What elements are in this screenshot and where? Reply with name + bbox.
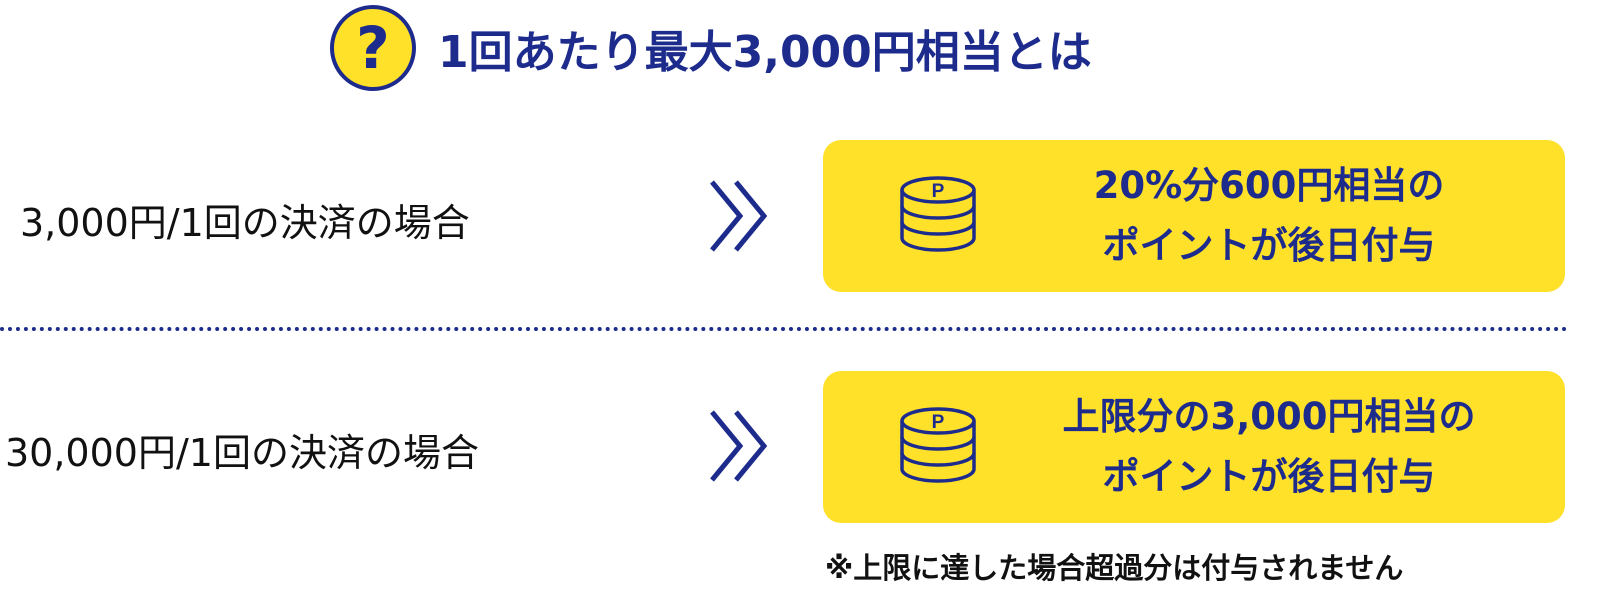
row-1-result-line-1: 20%分600円相当の — [1093, 164, 1445, 207]
coin-letter: P — [932, 181, 945, 202]
question-glyph: ? — [356, 14, 390, 82]
point-coin-icon: P — [900, 176, 976, 252]
row-2-label: 30,000円/1回の決済の場合 — [5, 431, 479, 475]
row-2-result-line-2: ポイントが後日付与 — [1102, 455, 1436, 498]
row-2-result-line-1: 上限分の3,000円相当の — [1062, 395, 1476, 438]
title-text: 1回あたり最大3,000円相当とは — [438, 27, 1092, 78]
section-title: ? 1回あたり最大3,000円相当とは — [330, 2, 1092, 94]
question-icon: ? — [330, 5, 416, 91]
row-2-result-box: P 上限分の3,000円相当の ポイントが後日付与 — [823, 371, 1565, 523]
cap-note: ※上限に達した場合超過分は付与されません — [825, 551, 1404, 585]
double-chevron-right-icon — [710, 180, 768, 252]
row-1-result-line-2: ポイントが後日付与 — [1102, 224, 1436, 267]
coin-letter: P — [932, 412, 945, 433]
row-1-label: 3,000円/1回の決済の場合 — [20, 201, 470, 245]
dotted-divider — [0, 327, 1568, 331]
row-1-result-box: P 20%分600円相当の ポイントが後日付与 — [823, 140, 1565, 292]
double-chevron-right-icon — [710, 410, 768, 482]
point-coin-icon: P — [900, 407, 976, 483]
